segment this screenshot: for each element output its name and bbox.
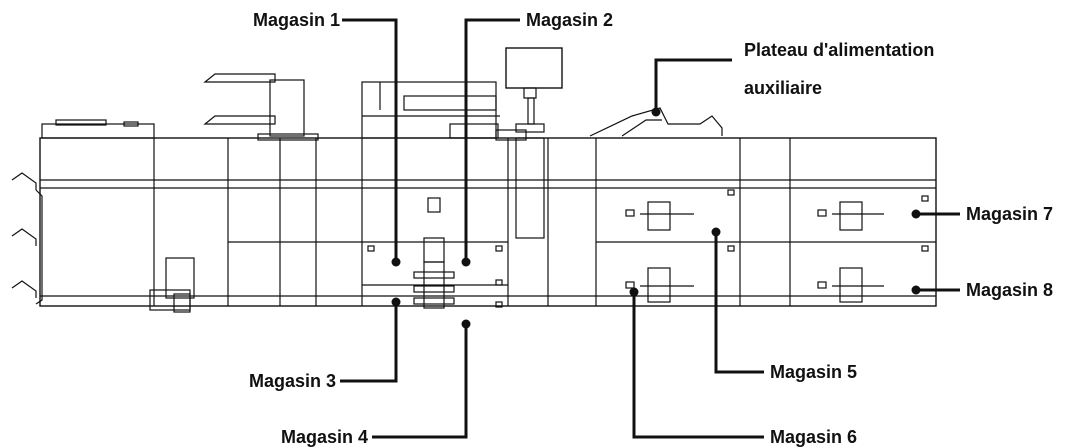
finisher-output-trays (11, 172, 43, 305)
tray-guide-8 (817, 267, 884, 303)
leader-tray-1 (342, 18, 398, 262)
leader-tray-3 (340, 302, 398, 383)
stacker-tray (203, 73, 319, 141)
bypass-tray (589, 107, 723, 137)
finisher-top (41, 119, 155, 139)
finisher-handle (149, 257, 195, 313)
callout-labels: Magasin 1 Magasin 2 Plateau d'alimentati… (249, 10, 1053, 447)
leader-tray-6 (632, 292, 764, 439)
leader-bypass (654, 58, 732, 112)
label-tray-3: Magasin 3 (249, 371, 336, 391)
tray-stack-lower (413, 237, 455, 309)
leader-lines (340, 18, 960, 439)
leader-tray-2 (464, 18, 520, 262)
tray-guide-5 (625, 201, 694, 231)
label-tray-5: Magasin 5 (770, 362, 857, 382)
panel-dividers (153, 138, 791, 306)
leader-tray-5 (714, 232, 764, 374)
machine-body (39, 137, 937, 307)
label-tray-7: Magasin 7 (966, 204, 1053, 224)
leader-tray-4 (372, 324, 468, 439)
label-tray-4: Magasin 4 (281, 427, 368, 447)
label-tray-1: Magasin 1 (253, 10, 340, 30)
printer-machine (11, 47, 937, 313)
label-bypass-line-2: auxiliaire (744, 78, 822, 98)
control-panel (505, 47, 563, 133)
scanner-unit (361, 81, 500, 139)
indicator-squares (367, 189, 929, 308)
leader-dots (391, 107, 921, 329)
tray-guide-7 (817, 201, 884, 231)
label-tray-2: Magasin 2 (526, 10, 613, 30)
label-tray-8: Magasin 8 (966, 280, 1053, 300)
label-bypass-line-1: Plateau d'alimentation (744, 40, 934, 60)
label-tray-6: Magasin 6 (770, 427, 857, 447)
tray-guide-6 (625, 267, 694, 303)
